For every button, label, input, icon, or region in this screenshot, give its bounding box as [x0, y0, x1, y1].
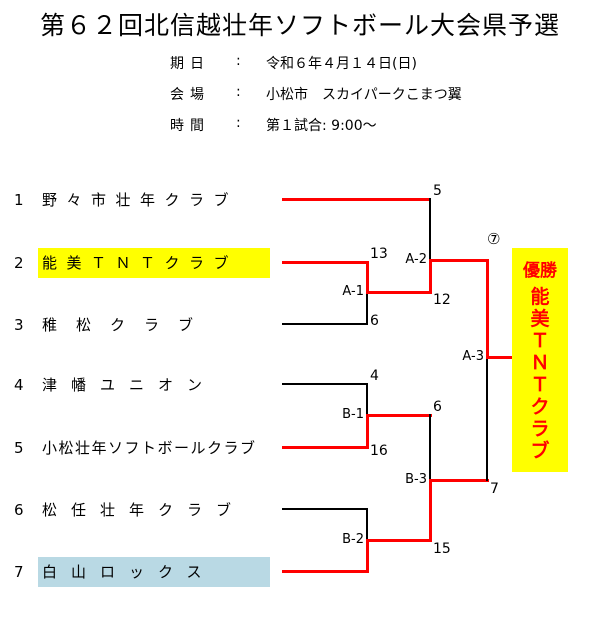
info-label-time: 時間 [170, 118, 210, 134]
info-label-date: 期日 [170, 56, 210, 72]
bracket-line-a2-bottom-vertical [429, 260, 432, 293]
bracket-line-team2 [282, 261, 368, 264]
team-row-1[interactable]: 1 野々市壮年クラブ [14, 185, 274, 215]
score-b1-top: 4 [370, 368, 379, 384]
team-seed-7: 7 [14, 563, 24, 581]
team-row-2[interactable]: 2 能美ＴＮＴクラブ [14, 248, 274, 278]
champion-char-6: ラ [530, 418, 550, 440]
bracket-line-a1-vertical-black [366, 292, 368, 325]
bracket-line-final-vertical-top [486, 259, 489, 357]
team-name-4: 津幡ユニオン [42, 376, 217, 394]
bracket-line-b2-winner [366, 539, 432, 542]
bracket-line-b3-winner [429, 479, 489, 482]
bracket-line-a1-vertical-red [366, 261, 369, 294]
match-label-b1: B-1 [342, 407, 364, 422]
team-seed-3: 3 [14, 316, 24, 334]
champion-char-0: 能 [530, 286, 550, 308]
team-name-1: 野々市壮年クラブ [42, 191, 239, 209]
team-name-5: 小松壮年ソフトボールクラブ [42, 439, 257, 457]
team-name-6: 松任壮年クラブ [42, 501, 246, 519]
team-row-7[interactable]: 7 白山ロックス [14, 557, 274, 587]
score-a2-bottom: 12 [433, 292, 451, 308]
champion-char-5: ク [530, 396, 550, 418]
match-label-b3: B-3 [405, 472, 427, 487]
team-row-3[interactable]: 3 稚松クラブ [14, 310, 274, 340]
match-label-b2: B-2 [342, 532, 364, 547]
score-b1-bottom: 16 [370, 443, 388, 459]
bracket-line-team7 [282, 570, 368, 573]
champion-title: 優勝 [523, 261, 557, 281]
team-name-2: 能美ＴＮＴクラブ [38, 248, 270, 278]
team-row-6[interactable]: 6 松任壮年クラブ [14, 495, 274, 525]
bracket-line-final-vertical-bottom [486, 357, 488, 481]
bracket-line-team3 [282, 323, 368, 325]
info-value-date: 令和６年４月１４日(日) [266, 56, 417, 72]
info-label-venue: 会場 [170, 87, 210, 103]
score-b3-bottom: 15 [433, 541, 451, 557]
bracket-line-team1 [282, 198, 430, 201]
bracket-line-team5 [282, 446, 368, 449]
info-value-time: 第１試合: 9:00〜 [266, 118, 377, 134]
page-title: 第６２回北信越壮年ソフトボール大会県予選 [39, 11, 560, 40]
team-seed-1: 1 [14, 191, 24, 209]
bracket-line-a1-winner [366, 291, 432, 294]
team-row-4[interactable]: 4 津幡ユニオン [14, 370, 274, 400]
info-colon-time: : [236, 115, 241, 131]
bracket-line-team4 [282, 383, 368, 385]
bracket-line-b1-winner [366, 414, 432, 417]
info-colon-venue: : [236, 84, 241, 100]
bracket-line-b2-vertical-red [366, 539, 369, 573]
bracket-line-a2-winner [429, 259, 489, 262]
score-a2-top: 5 [433, 183, 442, 199]
bracket-line-b3-top-vertical [429, 414, 431, 480]
team-seed-6: 6 [14, 501, 24, 519]
match-label-a2: A-2 [405, 252, 427, 267]
champion-char-2: Ｔ [530, 330, 550, 352]
bracket-line-b1-vertical-red [366, 414, 369, 449]
match-label-a3: A-3 [462, 349, 484, 364]
match-label-a1: A-1 [342, 284, 364, 299]
champion-char-1: 美 [530, 308, 550, 330]
champion-box: 優勝 能 美 Ｔ Ｎ Ｔ ク ラ ブ [512, 248, 568, 472]
bracket-line-b2-vertical-black [366, 508, 368, 541]
bracket-line-b3-bottom-vertical [429, 479, 432, 542]
team-row-5[interactable]: 5 小松壮年ソフトボールクラブ [14, 433, 274, 463]
score-a1-top: 13 [370, 246, 388, 262]
champion-char-3: Ｎ [530, 352, 550, 374]
info-colon-date: : [236, 53, 241, 69]
score-b3-top: 6 [433, 399, 442, 415]
score-final: 7 [490, 481, 499, 497]
team-seed-2: 2 [14, 254, 24, 272]
champion-char-4: Ｔ [530, 374, 550, 396]
bracket-line-b1-vertical-black [366, 383, 368, 416]
bracket-line-team6 [282, 508, 368, 510]
champion-team-name: 能 美 Ｔ Ｎ Ｔ ク ラ ブ [512, 286, 568, 462]
champion-char-7: ブ [530, 440, 550, 462]
game-number-badge: ⑦ [487, 230, 501, 248]
info-value-venue: 小松市 スカイパークこまつ翼 [266, 87, 462, 103]
bracket-line-a2-top-vertical [429, 198, 431, 260]
team-seed-5: 5 [14, 439, 24, 457]
bracket-line-champion [486, 356, 514, 359]
team-seed-4: 4 [14, 376, 24, 394]
team-name-3: 稚松クラブ [42, 316, 213, 334]
team-name-7: 白山ロックス [38, 557, 270, 587]
score-a1-bottom: 6 [370, 313, 379, 329]
